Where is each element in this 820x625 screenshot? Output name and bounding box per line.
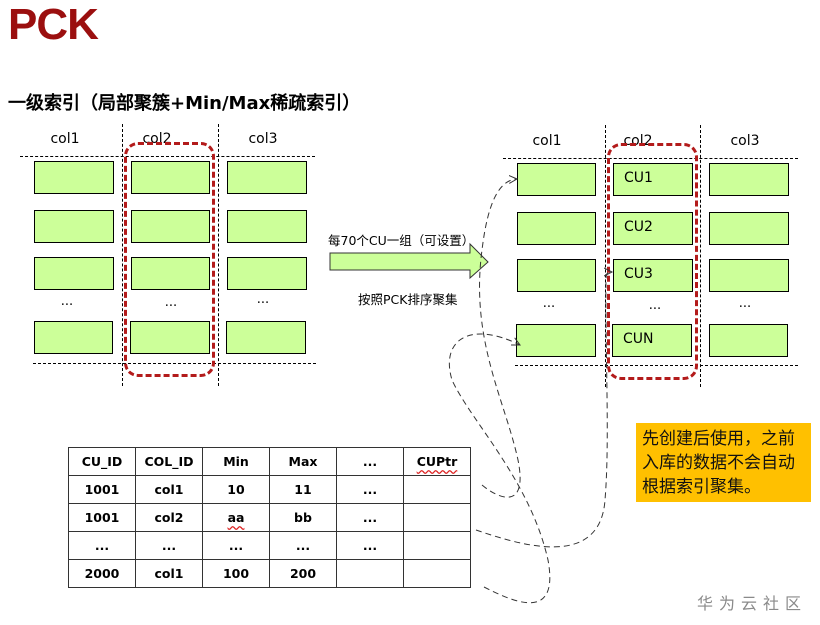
data-cell bbox=[226, 321, 306, 354]
ellipsis: ... bbox=[542, 296, 556, 311]
data-cell bbox=[34, 321, 113, 354]
table-cell: ... bbox=[202, 531, 270, 560]
arrow-bottom-text: 按照PCK排序聚集 bbox=[358, 292, 458, 307]
table-row: 1001 col2 aa bb ... bbox=[68, 503, 471, 532]
cu-cell: CUN bbox=[612, 324, 692, 357]
row-divider-bottom bbox=[515, 365, 798, 366]
data-cell bbox=[517, 212, 596, 245]
data-cell bbox=[709, 163, 789, 196]
row-divider-top bbox=[503, 158, 798, 159]
cu-label: CUN bbox=[623, 331, 654, 347]
header-cell: CUPtr bbox=[403, 447, 471, 476]
watermark: 华为云社区 bbox=[697, 594, 808, 613]
data-cell bbox=[516, 324, 596, 357]
column-divider bbox=[605, 125, 606, 387]
cu-label: CU1 bbox=[624, 170, 653, 186]
data-cell bbox=[34, 257, 114, 290]
data-cell bbox=[131, 210, 210, 243]
header-cuptr: CUPtr bbox=[416, 454, 458, 469]
column-divider bbox=[700, 125, 701, 387]
table-cell: ... bbox=[336, 531, 404, 560]
table-cell: aa bbox=[202, 503, 270, 532]
table-row: ... ... ... ... ... bbox=[68, 531, 471, 560]
ellipsis: ... bbox=[60, 294, 74, 309]
table-cell: 10 bbox=[202, 475, 270, 504]
ellipsis: ... bbox=[738, 296, 752, 311]
table-cell: col1 bbox=[135, 475, 203, 504]
right-col1-label: col1 bbox=[532, 133, 562, 149]
data-cell bbox=[130, 321, 210, 354]
column-divider bbox=[218, 124, 219, 386]
page-title: PCK bbox=[8, 0, 99, 49]
data-cell bbox=[709, 324, 788, 357]
data-cell bbox=[131, 257, 210, 290]
data-cell bbox=[517, 163, 596, 196]
table-row: 1001 col1 10 11 ... bbox=[68, 475, 471, 504]
arrow-top-text: 每70个CU一组（可设置） bbox=[328, 233, 475, 248]
table-cell: ... bbox=[336, 475, 404, 504]
data-cell bbox=[34, 161, 114, 194]
header-cell: Max bbox=[269, 447, 337, 476]
table-cell bbox=[403, 475, 471, 504]
table-cell: 11 bbox=[269, 475, 337, 504]
data-cell bbox=[227, 257, 307, 290]
cu-cell: CU2 bbox=[613, 212, 693, 245]
table-cell-text: aa bbox=[227, 510, 245, 525]
col2-highlight bbox=[124, 142, 215, 377]
row-divider-bottom bbox=[33, 363, 316, 364]
row-divider-top bbox=[20, 156, 315, 157]
cu-label: CU2 bbox=[624, 219, 653, 235]
data-cell bbox=[517, 259, 596, 292]
connector-row2 bbox=[475, 272, 612, 548]
note-box: 先创建后使用，之前入库的数据不会自动根据索引聚集。 bbox=[636, 423, 811, 502]
table-cell: 2000 bbox=[68, 559, 136, 588]
right-col3-label: col3 bbox=[730, 133, 760, 149]
left-col1-label: col1 bbox=[50, 131, 80, 147]
table-cell: 1001 bbox=[68, 475, 136, 504]
data-cell bbox=[131, 161, 210, 194]
table-cell: ... bbox=[336, 503, 404, 532]
connector-row1 bbox=[479, 179, 521, 498]
data-cell bbox=[227, 210, 307, 243]
table-cell bbox=[403, 503, 471, 532]
table-cell: ... bbox=[135, 531, 203, 560]
header-cell: Min bbox=[202, 447, 270, 476]
table-cell bbox=[336, 559, 404, 588]
connector-row4 bbox=[448, 333, 551, 604]
data-cell bbox=[227, 161, 307, 194]
table-cell: 100 bbox=[202, 559, 270, 588]
cu-cell: CU1 bbox=[613, 163, 693, 196]
data-cell bbox=[34, 210, 114, 243]
cu-label: CU3 bbox=[624, 266, 653, 282]
table-cell: col1 bbox=[135, 559, 203, 588]
data-cell bbox=[709, 259, 789, 292]
ellipsis: ... bbox=[648, 298, 662, 313]
ellipsis: ... bbox=[164, 295, 178, 310]
col2-highlight bbox=[607, 143, 698, 380]
cu-cell: CU3 bbox=[613, 259, 693, 292]
ellipsis: ... bbox=[256, 292, 270, 307]
table-cell: 200 bbox=[269, 559, 337, 588]
table-cell bbox=[403, 559, 471, 588]
left-col3-label: col3 bbox=[248, 131, 278, 147]
table-cell: ... bbox=[269, 531, 337, 560]
table-cell: bb bbox=[269, 503, 337, 532]
data-cell bbox=[709, 212, 789, 245]
table-row: 2000 col1 100 200 bbox=[68, 559, 471, 588]
column-divider bbox=[122, 124, 123, 386]
cluster-arrow-icon bbox=[329, 242, 489, 280]
index-table: CU_ID COL_ID Min Max ... CUPtr 1001 col1… bbox=[68, 447, 471, 588]
header-cell: CU_ID bbox=[68, 447, 136, 476]
section-subtitle: 一级索引（局部聚簇+Min/Max稀疏索引） bbox=[8, 93, 361, 114]
